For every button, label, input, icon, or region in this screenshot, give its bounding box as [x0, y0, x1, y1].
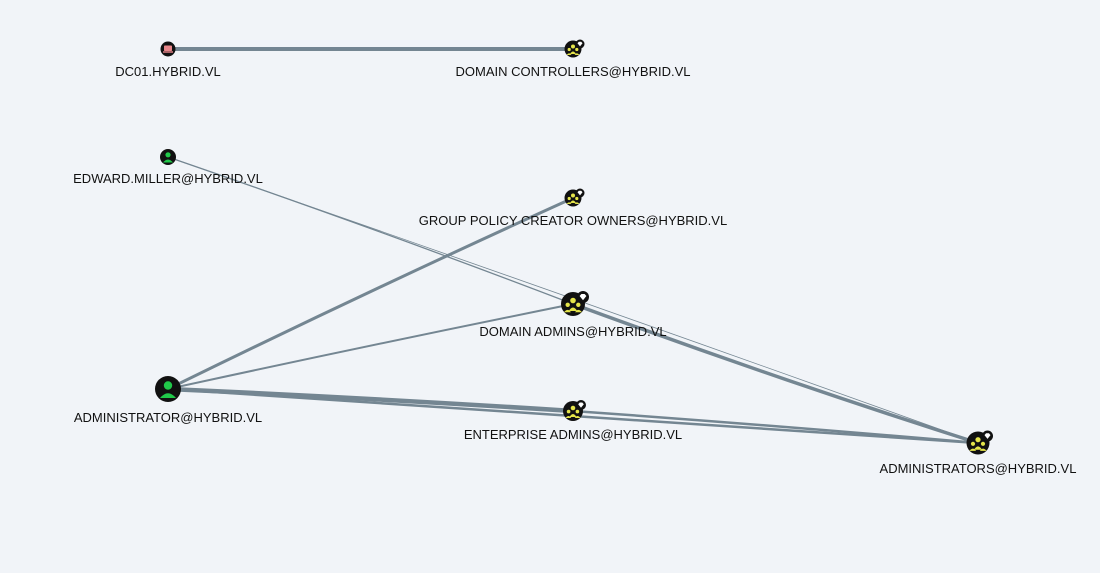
gem-icon — [576, 400, 586, 410]
node-edward-miller[interactable] — [160, 149, 176, 165]
gem-icon — [982, 430, 993, 442]
group-icon — [566, 193, 580, 204]
gem-icon — [575, 39, 585, 49]
node-label-domain-controllers: DOMAIN CONTROLLERS@HYBRID.VL — [456, 64, 691, 79]
edges — [165, 47, 980, 445]
node-label-administrator: ADMINISTRATOR@HYBRID.VL — [74, 410, 262, 425]
node-group-policy-creator-owners[interactable] — [564, 188, 585, 207]
edge-administrator-group-policy-creator-owners[interactable] — [166, 196, 575, 391]
node-label-administrators: ADMINISTRATORS@HYBRID.VL — [880, 461, 1077, 476]
node-domain-controllers[interactable] — [564, 39, 585, 58]
node-domain-admins[interactable] — [561, 291, 589, 316]
user-icon — [163, 152, 173, 163]
computer-icon — [163, 45, 173, 53]
edge-enterprise-admins-administrators[interactable] — [571, 409, 980, 445]
user-icon — [160, 381, 176, 398]
node-label-enterprise-admins: ENTERPRISE ADMINS@HYBRID.VL — [464, 427, 682, 442]
node-enterprise-admins[interactable] — [563, 400, 586, 421]
gem-icon — [577, 291, 589, 303]
node-administrator[interactable] — [155, 376, 181, 402]
node-administrators[interactable] — [966, 430, 994, 455]
node-label-domain-admins: DOMAIN ADMINS@HYBRID.VL — [479, 324, 666, 339]
group-icon — [969, 437, 987, 451]
node-dc01[interactable] — [160, 41, 176, 57]
group-icon — [565, 405, 581, 418]
gem-icon — [575, 188, 585, 198]
group-icon — [564, 297, 582, 313]
node-label-dc01: DC01.HYBRID.VL — [115, 64, 220, 79]
node-label-edward-miller: EDWARD.MILLER@HYBRID.VL — [73, 171, 263, 186]
edge-administrator-domain-admins[interactable] — [167, 303, 574, 390]
group-icon — [566, 44, 580, 55]
edge-domain-admins-administrators[interactable] — [571, 302, 980, 445]
node-label-group-policy-creator-owners: GROUP POLICY CREATOR OWNERS@HYBRID.VL — [419, 213, 727, 228]
